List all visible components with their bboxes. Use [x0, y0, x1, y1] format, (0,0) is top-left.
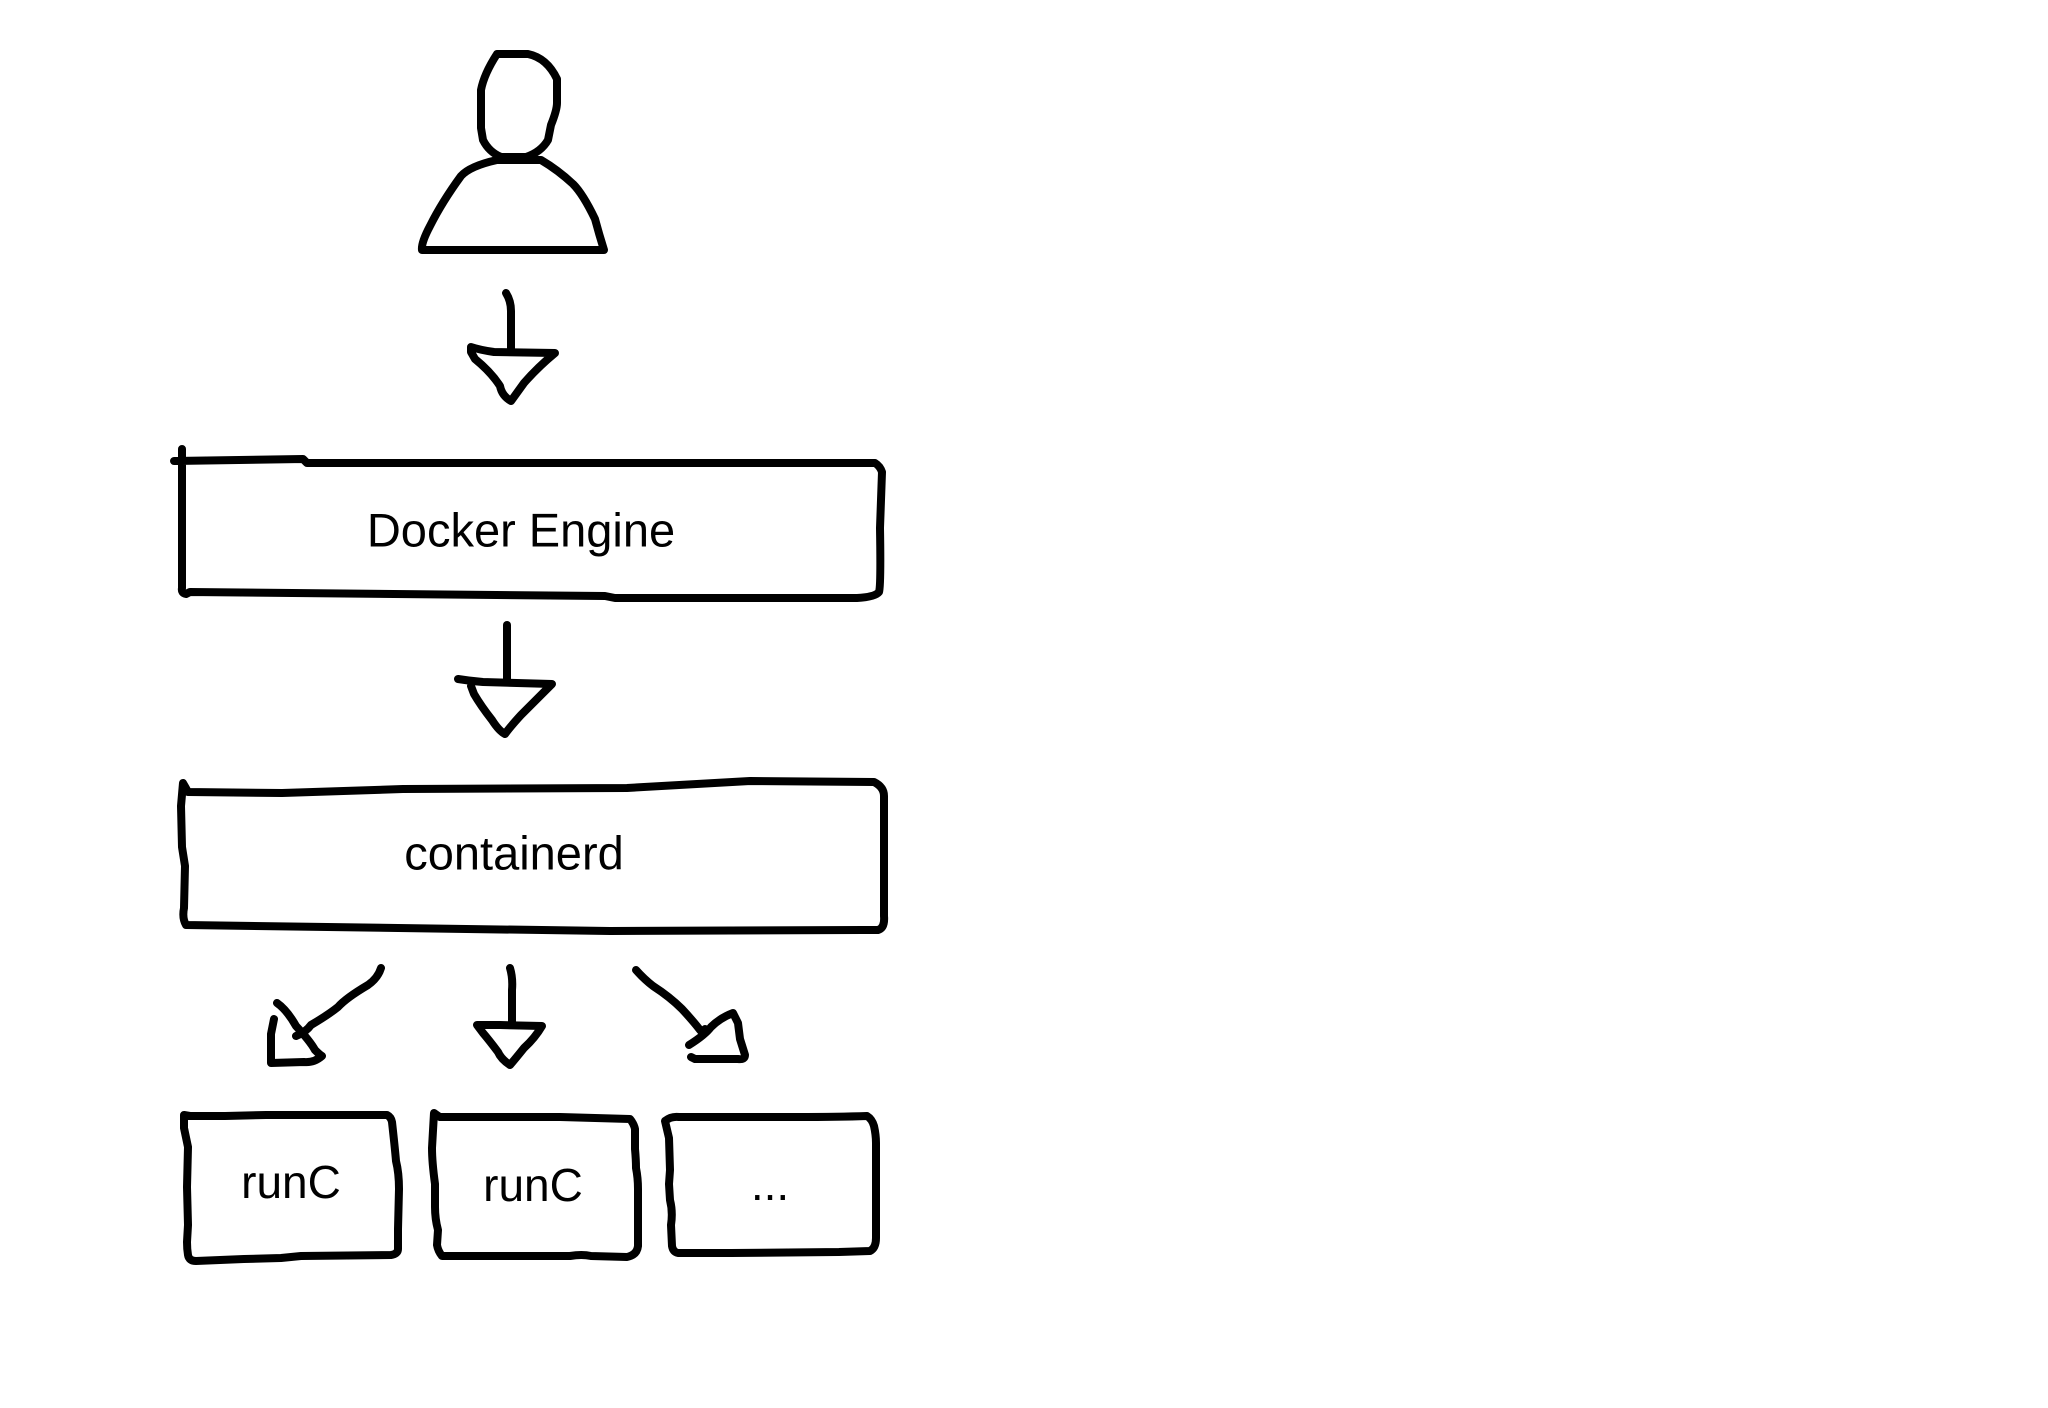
user-icon — [417, 50, 608, 254]
runtime-label: runC — [241, 1156, 341, 1208]
docker-engine-label: Docker Engine — [367, 503, 675, 556]
arrow-down-icon — [467, 289, 559, 405]
arrow-down-left-icon — [267, 964, 385, 1067]
containerd-box: containerd — [177, 777, 889, 935]
arrow-down-icon — [454, 621, 556, 738]
runtime-label: runC — [483, 1159, 583, 1211]
runtime-box: runC — [180, 1111, 403, 1265]
runtime-box: runC — [428, 1109, 642, 1261]
runtime-box: ... — [661, 1112, 880, 1257]
arrow-down-icon — [473, 964, 546, 1069]
runtime-label: ... — [751, 1158, 789, 1210]
containerd-label: containerd — [404, 826, 624, 879]
docker-engine-box: Docker Engine — [170, 445, 886, 602]
arrow-down-right-icon — [632, 966, 749, 1064]
